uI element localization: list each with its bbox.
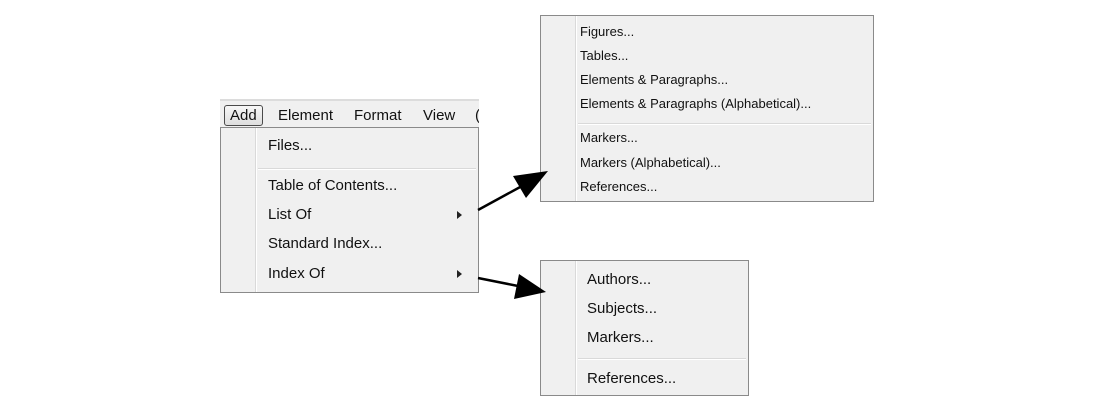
menu-item-files[interactable]: Files... <box>268 137 313 154</box>
menu-format[interactable]: Format <box>354 107 402 124</box>
menu-item-elements-paragraphs[interactable]: Elements & Paragraphs... <box>580 72 729 87</box>
menu-next-truncated[interactable]: ( <box>470 105 479 126</box>
submenu-arrow-icon <box>457 211 462 219</box>
menu-item-figures[interactable]: Figures... <box>580 24 635 39</box>
menu-separator <box>578 358 746 360</box>
arrow-icon <box>477 171 548 212</box>
submenu-arrow-icon <box>457 270 462 278</box>
menu-item-list-of[interactable]: List Of <box>268 206 312 223</box>
menu-item-authors[interactable]: Authors... <box>587 271 652 288</box>
menu-item-markers[interactable]: Markers... <box>587 329 654 346</box>
menu-separator <box>578 123 871 125</box>
menu-item-markers-alphabetical[interactable]: Markers (Alphabetical)... <box>580 155 721 170</box>
menu-item-elements-paragraphs-alphabetical[interactable]: Elements & Paragraphs (Alphabetical)... <box>580 96 812 111</box>
arrow-icon <box>477 274 546 299</box>
menu-bar: Add Element Format View ( <box>220 99 479 127</box>
menu-item-standard-index[interactable]: Standard Index... <box>268 235 383 252</box>
menu-item-references[interactable]: References... <box>587 370 677 387</box>
menu-item-table-of-contents[interactable]: Table of Contents... <box>268 177 398 194</box>
menu-item-references[interactable]: References... <box>580 179 658 194</box>
menu-separator <box>258 168 476 170</box>
list-of-submenu: Figures... Tables... Elements & Paragrap… <box>540 15 874 202</box>
menu-item-tables[interactable]: Tables... <box>580 48 629 63</box>
index-of-submenu: Authors... Subjects... Markers... Refere… <box>540 260 749 396</box>
menu-add[interactable]: Add <box>224 105 263 126</box>
menu-view[interactable]: View <box>423 107 456 124</box>
menu-item-index-of[interactable]: Index Of <box>268 265 325 282</box>
menu-item-markers[interactable]: Markers... <box>580 130 638 145</box>
menu-element[interactable]: Element <box>278 107 334 124</box>
add-menu: Files... Table of Contents... List Of St… <box>220 127 479 293</box>
menu-item-subjects[interactable]: Subjects... <box>587 300 658 317</box>
